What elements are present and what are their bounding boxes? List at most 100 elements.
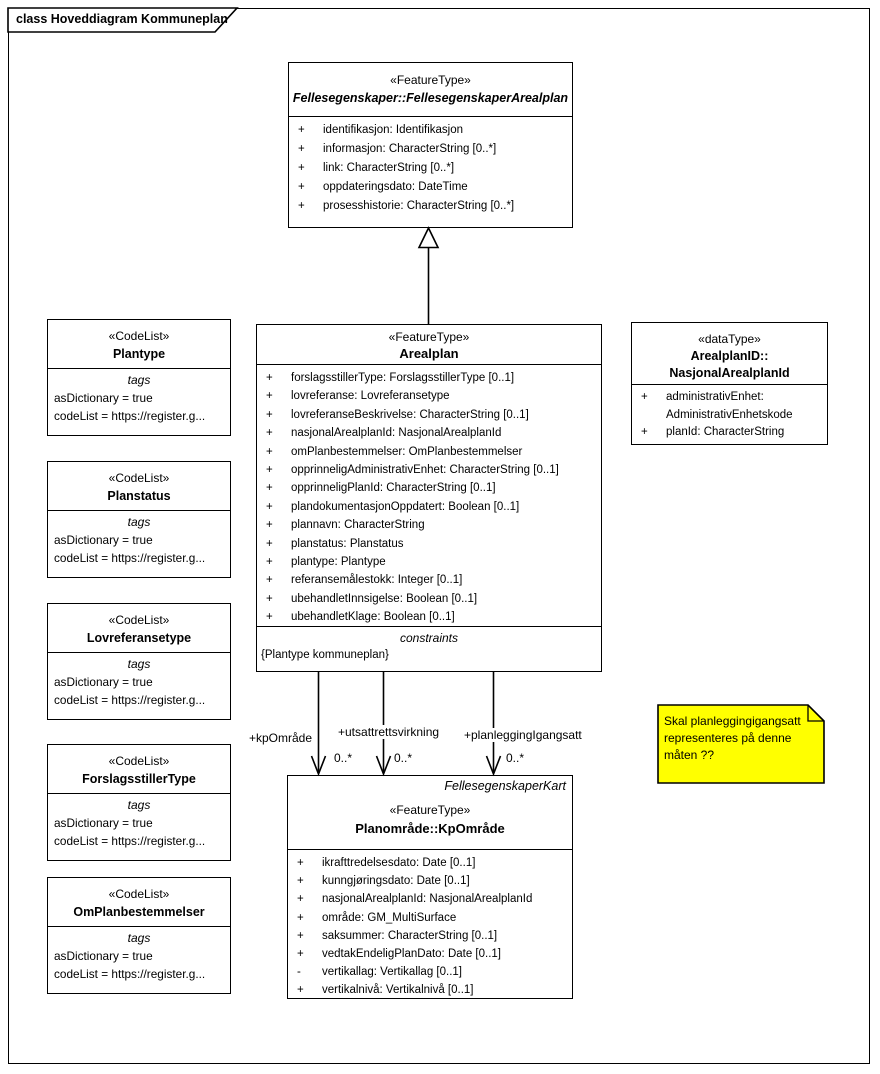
attributes-compartment: +identifikasjon: Identifikasjon+informas… xyxy=(289,116,572,216)
attribute-row: + ikrafttredelsesdato: Date [0..1] xyxy=(288,854,572,872)
attribute-row: + saksummer: CharacterString [0..1] xyxy=(288,927,572,945)
attribute-text: omPlanbestemmelser: OmPlanbestemmelser xyxy=(291,445,523,458)
attribute-row: + planId: CharacterString xyxy=(632,424,827,442)
attribute-text: plannavn: CharacterString xyxy=(291,519,425,532)
attribute-row: +ubehandletKlage: Boolean [0..1] xyxy=(257,608,601,626)
visibility-marker: + xyxy=(297,875,304,888)
attribute-row: +administrativEnhet: xyxy=(632,389,827,407)
attribute-text: plantype: Plantype xyxy=(291,556,386,569)
class-header: «dataType» ArealplanID:: NasjonalArealpl… xyxy=(632,323,827,384)
attribute-text: informasjon: CharacterString [0..*] xyxy=(323,143,497,155)
attributes-compartment: +ikrafttredelsesdato: Date [0..1]+kunngj… xyxy=(288,849,572,1000)
class-kpomrade: FellesegenskaperKart «FeatureType» Plano… xyxy=(287,775,573,999)
codelist-forslagsstillertype: «CodeList» ForslagsstillerType tags asDi… xyxy=(47,744,231,861)
attributes-compartment: +administrativEnhet:AdministrativEnhetsk… xyxy=(632,384,827,442)
attribute-row: +nasjonalArealplanId: NasjonalArealplanI… xyxy=(257,424,601,442)
tag-line: codeList = https://register.g... xyxy=(54,834,206,848)
attribute-text: referansemålestokk: Integer [0..1] xyxy=(291,574,463,587)
attribute-row: + lovreferanse: Lovreferansetype xyxy=(257,387,601,405)
visibility-marker: + xyxy=(298,124,305,136)
visibility-marker: + xyxy=(297,948,304,961)
stereotype: «FeatureType» xyxy=(390,73,471,87)
attribute-row: +informasjon: CharacterString [0..*] xyxy=(289,140,572,159)
attribute-text: planstatus: Planstatus xyxy=(291,537,404,550)
stereotype: «CodeList» xyxy=(108,471,170,485)
visibility-marker: + xyxy=(297,857,304,869)
attribute-text: link: CharacterString [0..*] xyxy=(323,162,455,174)
visibility-marker: + xyxy=(266,574,273,587)
constraints-compartment: constraints {Plantype kommuneplan} xyxy=(257,626,601,664)
attribute-row: +plannavn: CharacterString xyxy=(257,516,601,534)
attribute-row: + link: CharacterString [0..*] xyxy=(289,159,572,178)
visibility-marker: + xyxy=(298,200,305,212)
attribute-text: lovreferanse: Lovreferansetype xyxy=(291,390,450,403)
class-fellesegenskaper-arealplan: «FeatureType» Fellesegenskaper::Felleseg… xyxy=(288,62,573,228)
class-header: FellesegenskaperKart «FeatureType» Plano… xyxy=(288,776,572,849)
tag-line: asDictionary = true xyxy=(54,675,153,689)
attribute-text: administrativEnhet: xyxy=(666,391,764,403)
attribute-row: +plandokumentasjonOppdatert: Boolean [0.… xyxy=(257,498,601,516)
attribute-text: lovreferanseBeskrivelse: CharacterString… xyxy=(291,408,529,421)
tags-label: tags xyxy=(127,798,151,812)
attribute-row: +planstatus: Planstatus xyxy=(257,535,601,553)
attribute-text: prosesshistorie: CharacterString [0..*] xyxy=(323,200,515,212)
class-name: Fellesegenskaper::FellesegenskaperArealp… xyxy=(292,91,569,105)
visibility-marker: + xyxy=(641,426,648,438)
attribute-text: område: GM_MultiSurface xyxy=(322,911,457,924)
class-header: «CodeList» Planstatus xyxy=(48,462,230,510)
visibility-marker: + xyxy=(266,390,273,403)
association-role-utsattrettsvirkning: +utsattrettsvirkning xyxy=(336,725,442,739)
attribute-row: +vedtakEndeligPlanDato: Date [0..1] xyxy=(288,945,572,963)
attribute-text: AdministrativEnhetskode xyxy=(666,408,793,421)
attribute-text: nasjonalArealplanId: NasjonalArealplanId xyxy=(322,893,533,906)
attribute-text: vertikalnivå: Vertikalnivå [0..1] xyxy=(322,984,474,997)
attribute-text: saksummer: CharacterString [0..1] xyxy=(322,929,498,942)
note-text: Skal planleggingigangsatt representeres … xyxy=(664,714,801,762)
visibility-marker: + xyxy=(298,162,305,174)
attribute-row: +identifikasjon: Identifikasjon xyxy=(289,121,572,140)
attribute-text: planId: CharacterString xyxy=(666,426,785,438)
class-nasjonal-arealplan-id: «dataType» ArealplanID:: NasjonalArealpl… xyxy=(631,322,828,445)
attribute-row: AdministrativEnhetskode xyxy=(632,407,827,425)
association-multiplicity: 0..* xyxy=(392,751,415,765)
class-name: OmPlanbestemmelser xyxy=(73,905,205,919)
constraints-label: constraints xyxy=(399,631,459,645)
class-name: Plantype xyxy=(112,347,166,361)
codelist-omplanbestemmelser: «CodeList» OmPlanbestemmelser tags asDic… xyxy=(47,877,231,994)
attribute-row: + nasjonalArealplanId: NasjonalArealplanI… xyxy=(288,890,572,908)
attribute-row: + område: GM_MultiSurface xyxy=(288,909,572,927)
visibility-marker: + xyxy=(297,984,304,997)
attribute-row: + lovreferanseBeskrivelse: CharacterStrin… xyxy=(257,406,601,424)
attribute-text: opprinneligAdministrativEnhet: Character… xyxy=(291,464,559,477)
visibility-marker: + xyxy=(297,911,304,924)
inherits-corner-label: FellesegenskaperKart xyxy=(444,779,566,793)
class-name: Planområde::KpOmråde xyxy=(355,821,505,836)
tag-line: asDictionary = true xyxy=(54,949,153,963)
tags-label: tags xyxy=(127,657,151,671)
stereotype: «dataType» xyxy=(698,332,761,346)
visibility-marker: + xyxy=(297,929,304,942)
visibility-marker: + xyxy=(297,893,304,906)
stereotype: «CodeList» xyxy=(108,613,170,627)
class-name-line2: NasjonalArealplanId xyxy=(669,366,790,380)
visibility-marker: + xyxy=(266,592,273,605)
association-role-kpomrade: +kpOmråde xyxy=(247,731,315,745)
class-header: «FeatureType» Arealplan xyxy=(257,325,601,364)
visibility-marker: + xyxy=(266,556,273,569)
attribute-text: vertikallag: Vertikallag [0..1] xyxy=(322,966,462,979)
attribute-row: +oppdateringsdato: DateTime xyxy=(289,178,572,197)
class-name: Planstatus xyxy=(107,489,171,503)
attribute-row: +opprinneligPlanId: CharacterString [0..… xyxy=(257,479,601,497)
constraint-expression: {Plantype kommuneplan} xyxy=(261,649,389,661)
tag-line: asDictionary = true xyxy=(54,533,153,547)
visibility-marker: + xyxy=(266,372,273,384)
visibility-marker: + xyxy=(266,408,273,421)
attribute-text: ikrafttredelsesdato: Date [0..1] xyxy=(322,857,476,869)
class-name: Lovreferansetype xyxy=(86,631,192,645)
